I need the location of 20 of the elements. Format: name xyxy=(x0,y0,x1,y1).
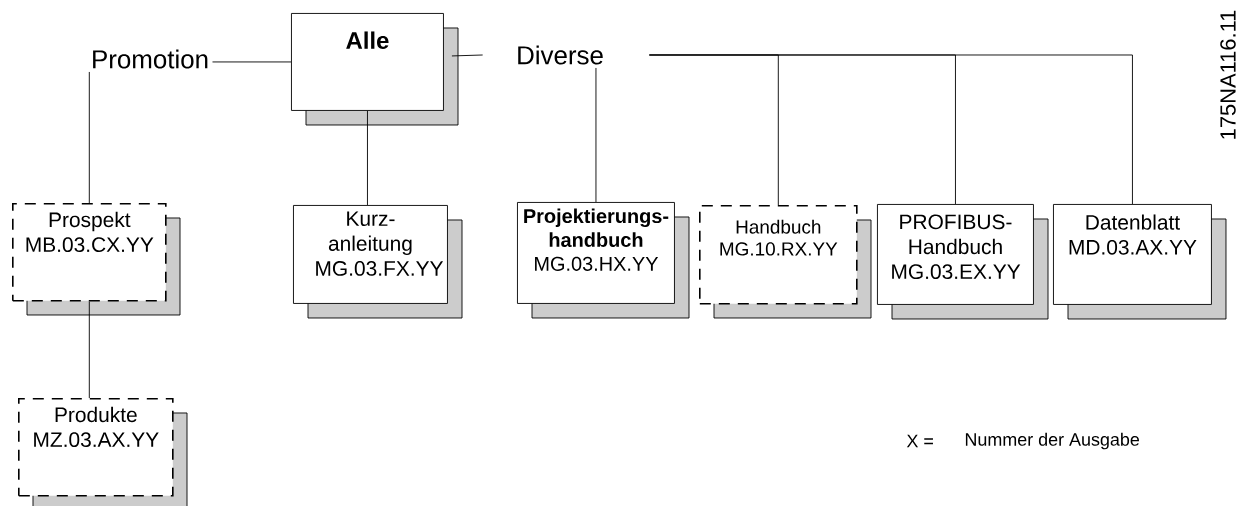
document-box: Produkte MZ.03.AX.YY xyxy=(18,398,188,506)
node-label: Promotion xyxy=(93,49,208,69)
legend-key: X = xyxy=(906,434,933,448)
document-box: Datenblatt MD.03.AX.YY xyxy=(1053,204,1227,320)
document-box: PROFIBUS- Handbuch MG.03.EX.YY xyxy=(877,204,1049,320)
connector-line xyxy=(451,54,484,57)
connector-line xyxy=(88,301,90,399)
connector-line xyxy=(212,61,292,63)
node-label: Diverse xyxy=(518,45,603,65)
drawing-number: 175NA116.11 xyxy=(1220,10,1236,139)
connector-line xyxy=(595,67,597,203)
connector-line xyxy=(88,71,90,204)
legend-text: Nummer der Ausgabe xyxy=(965,432,1140,450)
document-box: Kurz- anleitung MG.03.FX.YY xyxy=(293,205,463,319)
connector-line xyxy=(648,54,1133,205)
category-box: Alle xyxy=(291,13,459,126)
connector-line xyxy=(367,110,368,206)
document-box: Handbuch MG.10.RX.YY xyxy=(699,205,872,319)
document-box: Prospekt MB.03.CX.YY xyxy=(12,203,181,316)
document-box: Projektierungs- handbuch MG.03.HX.YY xyxy=(517,202,690,319)
